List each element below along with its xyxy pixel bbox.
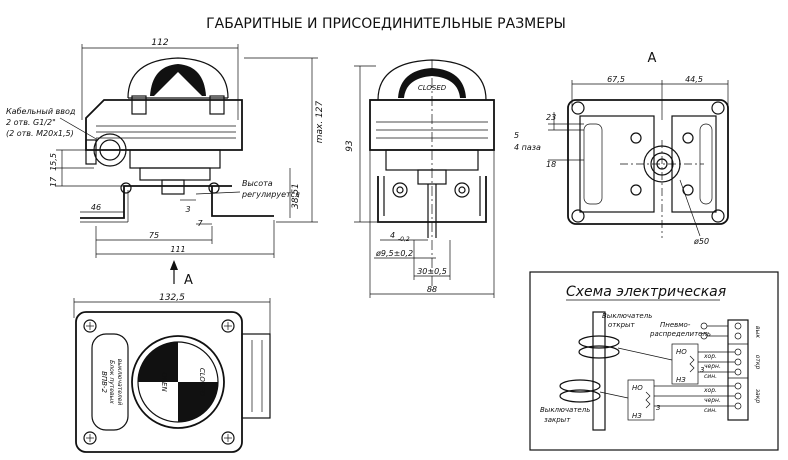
dim-44-5: 44,5: [685, 75, 703, 84]
dim-9-5: ø9,5±0,2: [375, 249, 413, 258]
switch-closed-2: закрыт: [544, 416, 571, 424]
open-label: OPEN: [160, 372, 168, 392]
dim-46: 46: [91, 203, 101, 212]
inner-label-1: Блок путевых: [108, 360, 115, 404]
z-label-2: 3: [656, 404, 660, 412]
inner-label-2: выключателей: [116, 359, 123, 406]
dim-23: 23: [546, 113, 556, 122]
label-height-adj-2: регулируется: [241, 190, 300, 199]
view-a: A 67,5 44,5 23 5 4 паза 18 ø50: [514, 51, 729, 246]
dim-67-5: 67,5: [607, 75, 625, 84]
term-vyk: вык: [754, 326, 761, 338]
wire-chern-1: черн.: [704, 363, 721, 370]
top-view: 132,5 Блок путевых выключателей ВПВ-2 OP…: [73, 293, 271, 453]
wire-hor-1: хор.: [703, 353, 717, 360]
no-label-1: НО: [676, 348, 687, 356]
dim-max-127: max. 127: [315, 100, 325, 143]
inner-label-3: ВПВ-2: [100, 371, 108, 393]
dim-132-5: 132,5: [159, 293, 185, 303]
wire-sin-2: син.: [704, 407, 717, 414]
pneumo-1: Пневмо-: [660, 321, 691, 329]
dim-93: 93: [345, 140, 355, 152]
label-height-adj-1: Высота: [242, 179, 273, 188]
wire-hor-2: хор.: [703, 387, 717, 394]
dim-4-slots: 4 паза: [514, 143, 541, 152]
switch-open-2: открыт: [608, 321, 636, 329]
dim-7: 7: [197, 219, 203, 228]
no-label-2: НО: [632, 384, 643, 392]
dim-5: 5: [514, 131, 519, 140]
electrical-schematic: Схема электрическая Выключатель открыт В…: [529, 271, 779, 451]
dim-3: 3: [185, 205, 190, 214]
dim-112: 112: [151, 38, 168, 48]
front-view: 112 max. 127 38,51: [6, 38, 325, 258]
nz-label-1: НЗ: [676, 376, 686, 384]
dim-d50: ø50: [693, 237, 709, 246]
arrow-a-label: A: [184, 273, 193, 288]
label-cable-entry-2: 2 отв. G1/2": [6, 118, 56, 127]
dim-88: 88: [427, 285, 437, 294]
closed-label: CLOSED: [198, 368, 206, 397]
label-cable-entry-3: (2 отв. M20x1,5): [6, 129, 74, 138]
dim-30: 30±0,5: [417, 267, 447, 276]
pneumo-2: распределитель: [649, 330, 711, 338]
dim-4-tol: -0,2: [398, 236, 410, 243]
dim-4: 4: [390, 231, 395, 240]
dim-75: 75: [149, 231, 159, 240]
view-a-label: A: [648, 51, 657, 66]
z-label-1: 3: [700, 366, 704, 374]
dim-111: 111: [170, 245, 185, 254]
schematic-title: Схема электрическая: [566, 284, 726, 300]
dim-38-51: 38,51: [291, 183, 301, 209]
wire-sin-1: син.: [704, 373, 717, 380]
switch-closed-1: Выключатель: [540, 406, 590, 414]
view-arrow-a: A: [170, 260, 193, 288]
term-zakr: закр: [754, 389, 761, 403]
dim-17: 17: [49, 176, 58, 187]
dim-15-5: 15,5: [49, 153, 58, 171]
switch-open-1: Выключатель: [602, 312, 652, 320]
term-otkr: откр: [754, 355, 761, 370]
wire-chern-2: черн.: [704, 397, 721, 404]
side-view: CLOSED 93 4 -0,2 ø9,5±0,2 30±0,5: [345, 59, 495, 298]
nz-label-2: НЗ: [632, 412, 642, 420]
dim-18: 18: [546, 160, 556, 169]
sheet-title: ГАБАРИТНЫЕ И ПРИСОЕДИНИТЕЛЬНЫЕ РАЗМЕРЫ: [206, 16, 566, 32]
label-cable-entry-1: Кабельный ввод: [6, 107, 76, 116]
